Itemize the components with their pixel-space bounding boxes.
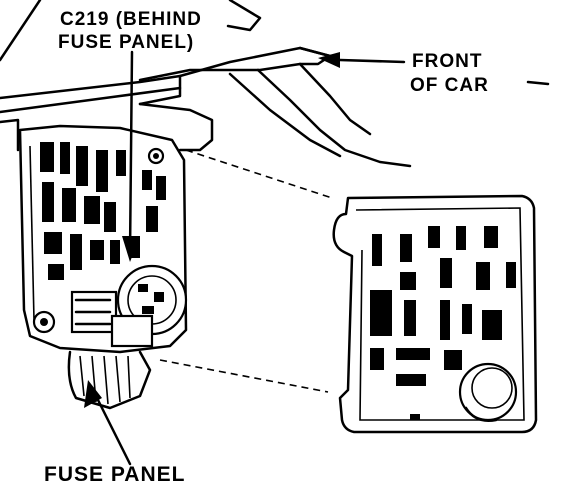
c219-pointer-line (128, 50, 134, 256)
connector-label-line2: FUSE PANEL) (58, 32, 195, 53)
front-label-line1: FRONT (412, 51, 483, 72)
fuse-panel-label: FUSE PANEL (44, 463, 186, 486)
fuse-panel-pointer-line (94, 394, 132, 466)
fuse-panel-arrow-icon (84, 380, 102, 408)
callout-arrows (84, 50, 550, 466)
front-tail-line (526, 80, 550, 86)
front-arrow-line (338, 58, 406, 64)
fuse-panel-installed (18, 124, 188, 410)
c219-arrow-icon (122, 236, 140, 262)
front-arrow-icon (318, 52, 340, 68)
connector-label-line1: C219 (BEHIND (60, 9, 202, 30)
front-label-line2: OF CAR (410, 75, 489, 96)
enlargement-leader-lines (159, 149, 333, 393)
fuse-panel-enlarged (332, 194, 538, 434)
